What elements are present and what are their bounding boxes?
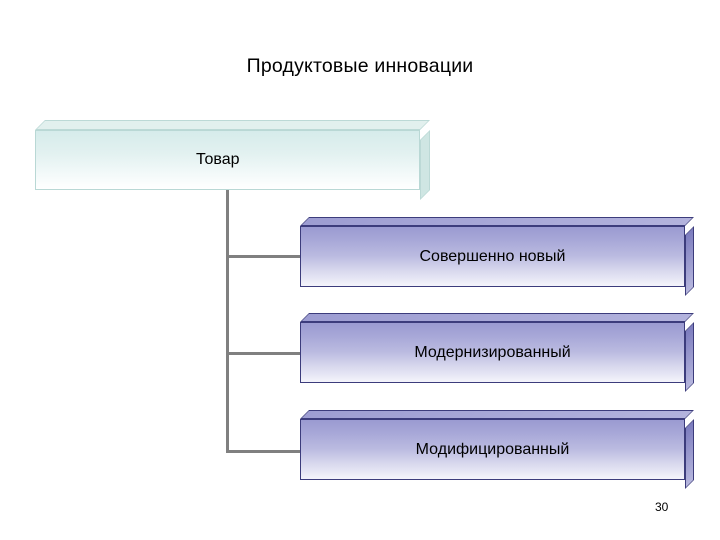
diagram-node-label: Товар <box>196 151 240 168</box>
node-front-face: Модернизированный <box>300 322 685 383</box>
node-right-face <box>685 226 694 296</box>
page-title: Продуктовые инновации <box>246 55 474 77</box>
node-top-face <box>300 217 694 226</box>
connector-trunk-line <box>226 190 229 453</box>
page-number: 30 <box>655 500 669 514</box>
connector-branch-line <box>226 255 302 258</box>
node-front-face: Модифицированный <box>300 419 685 480</box>
diagram-node-root[interactable]: Товар <box>35 120 430 200</box>
connector-branch-line <box>226 352 302 355</box>
diagram-node-label: Модифицированный <box>415 440 570 458</box>
diagram-node-child-2[interactable]: Модифицированный <box>300 410 694 489</box>
connector-branch-line <box>226 450 302 453</box>
node-right-face <box>685 419 694 489</box>
diagram-node-child-1[interactable]: Модернизированный <box>300 313 694 392</box>
node-front-face: Совершенно новый <box>300 226 685 287</box>
node-right-face <box>420 130 430 200</box>
node-top-face <box>300 313 694 322</box>
diagram-node-label: Модернизированный <box>414 343 571 361</box>
node-front-face: Товар <box>35 130 420 190</box>
diagram-node-child-0[interactable]: Совершенно новый <box>300 217 694 296</box>
node-right-face <box>685 322 694 392</box>
node-top-face <box>35 120 430 130</box>
diagram-node-label: Совершенно новый <box>419 247 566 265</box>
node-top-face <box>300 410 694 419</box>
